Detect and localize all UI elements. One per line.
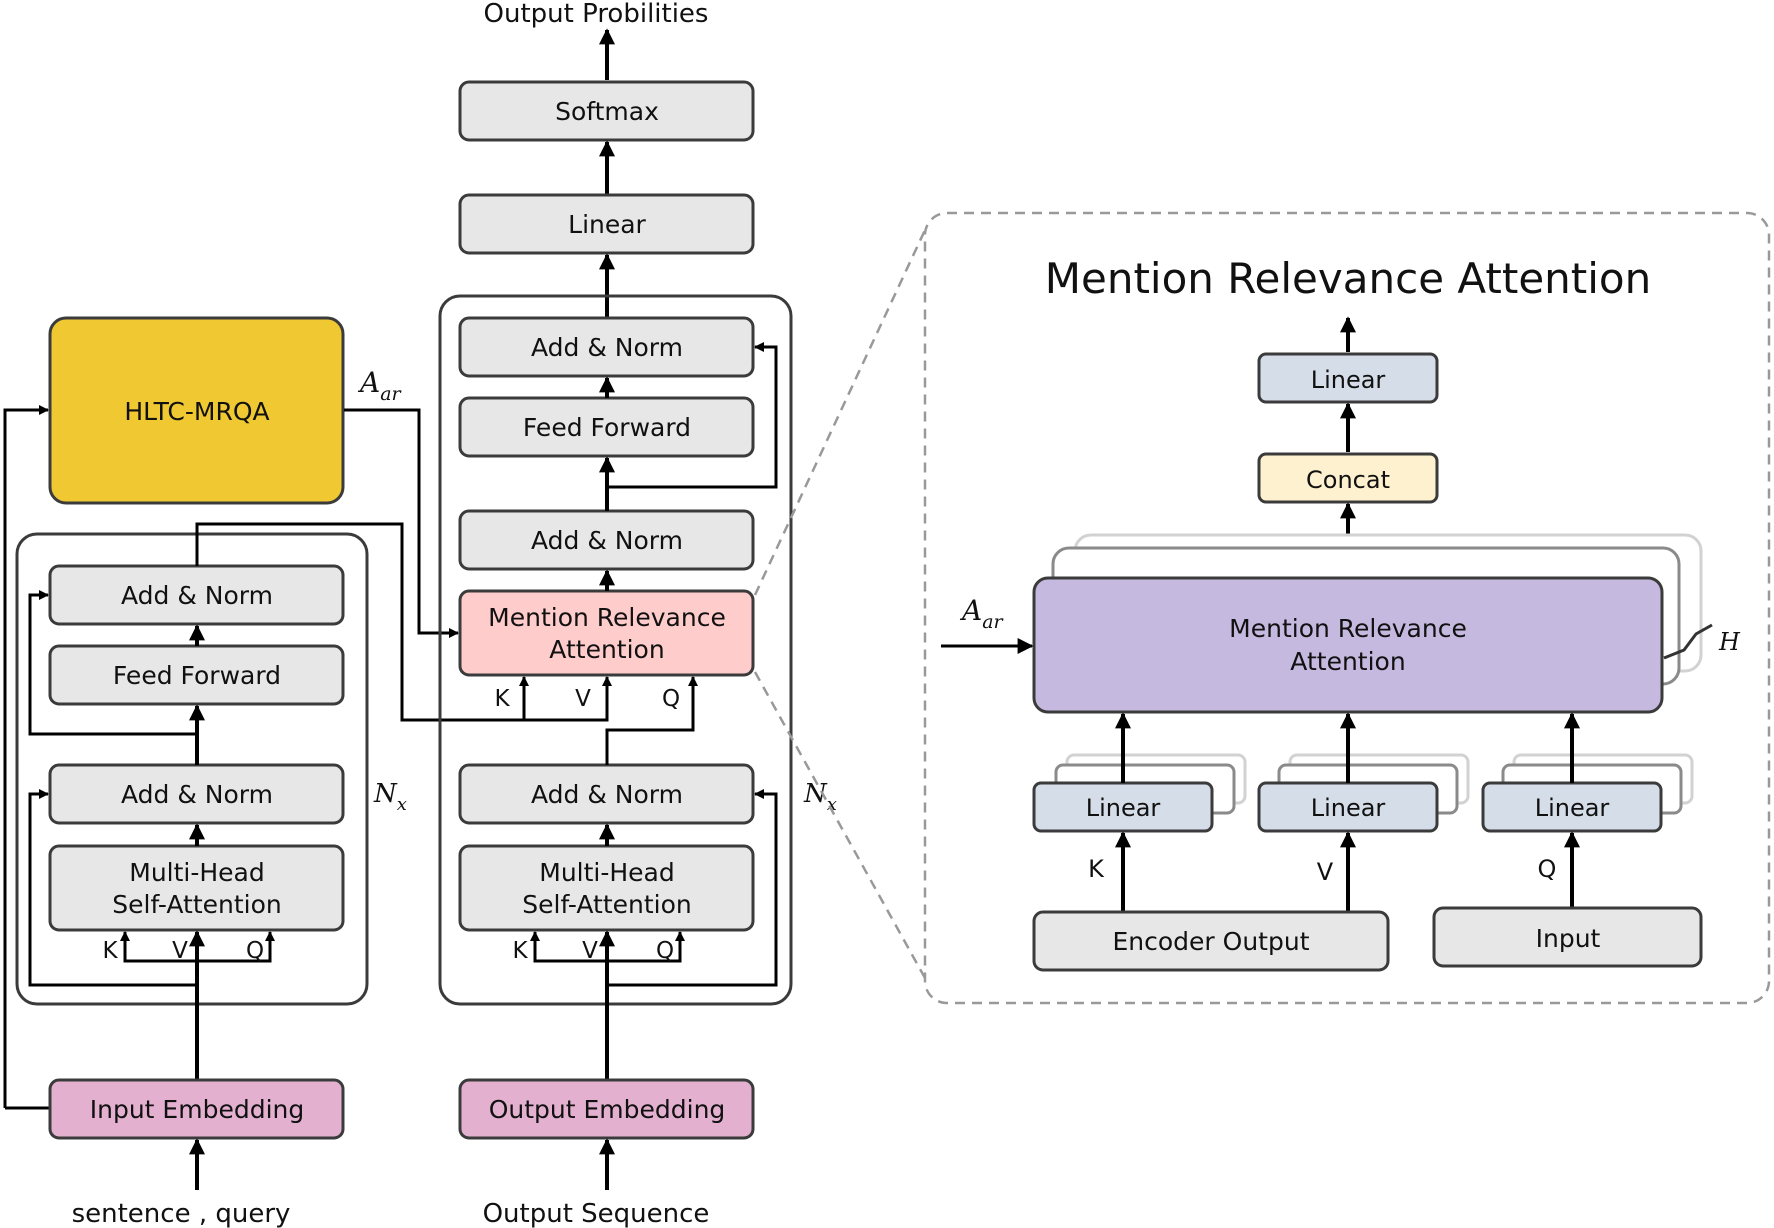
detail-linear-k: Linear (1032, 781, 1214, 833)
heads-h-label: H (1718, 628, 1741, 656)
encoder-block (15, 532, 369, 1006)
decoder-linear-box: Linear (458, 193, 755, 255)
detail-input: Input (1432, 906, 1703, 968)
svg-text:Output Embedding: Output Embedding (489, 1095, 726, 1124)
mra-k-label: K (494, 686, 510, 712)
a-ar-label: Aar (357, 366, 403, 405)
svg-text:Add & Norm: Add & Norm (531, 780, 683, 809)
encoder-v-label: V (172, 938, 188, 964)
svg-text:Input: Input (1536, 924, 1601, 953)
encoder-q-label: Q (246, 938, 264, 964)
svg-text:Multi-Head: Multi-Head (539, 858, 675, 887)
svg-text:Feed Forward: Feed Forward (113, 661, 281, 690)
svg-text:HLTC-MRQA: HLTC-MRQA (124, 397, 269, 426)
detail-k-label: K (1088, 855, 1105, 883)
svg-text:Linear: Linear (1311, 366, 1386, 394)
detail-linear-top: Linear (1257, 352, 1439, 404)
decoder-block (438, 294, 793, 1006)
svg-text:Concat: Concat (1306, 466, 1390, 494)
svg-text:Attention: Attention (1290, 647, 1405, 676)
svg-text:Input Embedding: Input Embedding (90, 1095, 304, 1124)
svg-text:Self-Attention: Self-Attention (112, 890, 281, 919)
detail-linear-v: Linear (1257, 781, 1439, 833)
svg-text:Add & Norm: Add & Norm (531, 333, 683, 362)
mra-q-label: Q (662, 686, 680, 712)
hltc-mrqa-box: HLTC-MRQA (48, 316, 345, 505)
svg-text:Linear: Linear (1086, 794, 1161, 822)
svg-text:Feed Forward: Feed Forward (523, 413, 691, 442)
decoder-multi-head-attention: Multi-Head Self-Attention (458, 844, 755, 932)
svg-text:Linear: Linear (1535, 794, 1610, 822)
output-probabilities-label: Output Probilities (484, 0, 709, 29)
svg-text:Mention Relevance: Mention Relevance (488, 603, 726, 632)
decoder-q-label: Q (656, 938, 674, 964)
detail-linear-q: Linear (1481, 781, 1663, 833)
svg-text:Mention Relevance: Mention Relevance (1229, 614, 1467, 643)
encoder-k-label: K (102, 938, 118, 964)
output-embedding-box: Output Embedding (458, 1078, 755, 1140)
decoder-mention-relevance-attention: Mention Relevance Attention (458, 589, 755, 677)
svg-text:Self-Attention: Self-Attention (522, 890, 691, 919)
svg-text:Encoder Output: Encoder Output (1113, 927, 1310, 956)
input-embedding-box: Input Embedding (48, 1078, 345, 1140)
output-sequence-label: Output Sequence (483, 1199, 710, 1228)
encoder-add-norm-top: Add & Norm (48, 564, 345, 626)
detail-a-ar-label: Aar (959, 594, 1005, 633)
svg-text:Add & Norm: Add & Norm (121, 780, 273, 809)
svg-text:Multi-Head: Multi-Head (129, 858, 265, 887)
encoder-multi-head-attention: Multi-Head Self-Attention (48, 844, 345, 932)
detail-v-label: V (1317, 858, 1334, 886)
detail-q-label: Q (1538, 855, 1557, 883)
input-text-label: sentence , query (72, 1199, 291, 1228)
svg-text:Add & Norm: Add & Norm (531, 526, 683, 555)
encoder-feed-forward: Feed Forward (48, 644, 345, 706)
detail-concat: Concat (1257, 452, 1439, 504)
detail-mention-relevance-attention: Mention Relevance Attention (1032, 576, 1664, 714)
svg-text:Attention: Attention (549, 635, 664, 664)
softmax-box: Softmax (458, 80, 755, 142)
encoder-add-norm-bottom: Add & Norm (48, 763, 345, 825)
decoder-add-norm-bottom: Add & Norm (458, 763, 755, 825)
detail-panel (923, 211, 1771, 1005)
decoder-k-label: K (512, 938, 528, 964)
decoder-feed-forward: Feed Forward (458, 396, 755, 458)
detail-title: Mention Relevance Attention (1045, 254, 1651, 303)
svg-text:Linear: Linear (568, 210, 646, 239)
svg-text:Softmax: Softmax (555, 97, 659, 126)
detail-encoder-output: Encoder Output (1032, 910, 1390, 972)
decoder-v-label: V (582, 938, 598, 964)
svg-text:Add & Norm: Add & Norm (121, 581, 273, 610)
mra-v-label: V (575, 686, 591, 712)
encoder-nx-label: Nx (373, 779, 407, 815)
decoder-add-norm-top: Add & Norm (458, 316, 755, 378)
svg-text:Linear: Linear (1311, 794, 1386, 822)
decoder-add-norm-mid: Add & Norm (458, 509, 755, 571)
